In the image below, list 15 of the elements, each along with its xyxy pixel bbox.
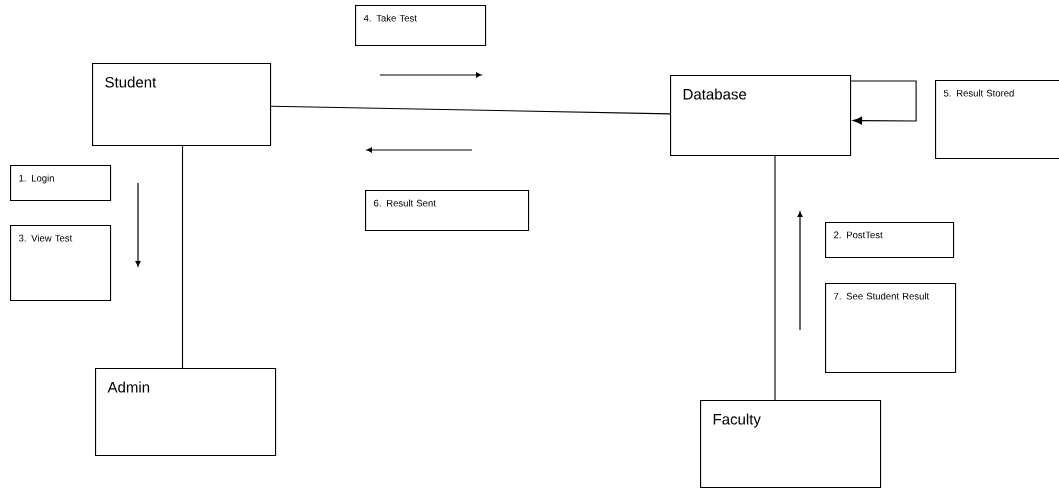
message-box: 4. Take Test (355, 5, 487, 47)
message-box: 7. See Student Result (825, 283, 957, 374)
connector-line (774, 155, 776, 401)
object-box: Faculty (700, 400, 882, 489)
message-box: 3. View Test (10, 225, 112, 302)
object-box: Admin (95, 368, 277, 457)
connector-line (850, 80, 917, 125)
connector-line (181, 145, 184, 369)
message-box: 5. Result Stored (935, 80, 1059, 160)
object-box: Database (670, 75, 852, 157)
object-box: Student (92, 63, 272, 147)
message-box: 1. Login (10, 165, 112, 202)
message-box: 6. Result Sent (365, 190, 530, 232)
connector-line (270, 105, 671, 115)
message-box: 2. PostTest (825, 222, 955, 259)
